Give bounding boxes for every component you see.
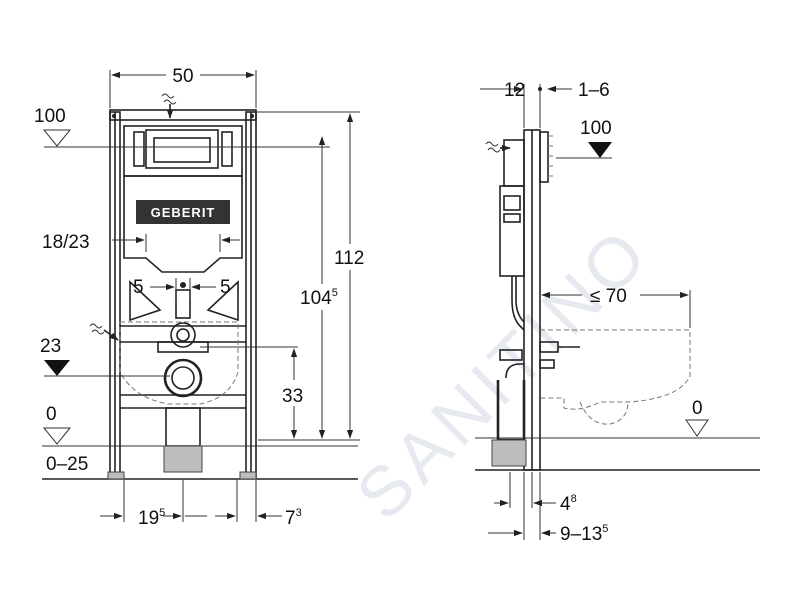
side-depth-1-6-label: 1–6 (578, 80, 610, 101)
drain-level-marker (44, 360, 70, 376)
drain-level-label: 23 (40, 336, 61, 357)
offset-left-label: 5 (133, 277, 144, 298)
side-level-100-marker (588, 142, 612, 158)
bowl-outline (119, 321, 239, 405)
side-flush-plate (539, 131, 549, 183)
frame-top-rail (109, 109, 257, 121)
side-bowl-outline (540, 329, 691, 410)
brand-plate (136, 200, 230, 224)
front-view: GEBERIT 50 100 18/23 (34, 66, 364, 529)
front-floor-level-label: 0 (46, 404, 57, 425)
side-projection-label: ≤ 70 (590, 286, 627, 307)
side-bottom-9-label: 9–135 (560, 523, 608, 545)
height-104-label: 1045 (300, 287, 338, 309)
brand-logo: GEBERIT (151, 205, 216, 220)
width-label: 50 (172, 66, 193, 87)
front-level-100-label: 100 (34, 106, 66, 127)
side-drain-floor (491, 439, 527, 467)
drain-pipe-floor (163, 445, 203, 473)
drain-pipe (165, 407, 201, 447)
height-total-label: 112 (334, 248, 364, 269)
drain-connection (163, 358, 203, 398)
side-view: 12 1–6 100 ≤ 70 0 48 9–135 (475, 80, 760, 545)
water-inlet-symbol-top (161, 93, 177, 105)
height-33-label: 33 (282, 386, 303, 407)
bottom-19-label: 195 (138, 507, 165, 529)
side-depth-12-label: 12 (504, 80, 525, 101)
side-cistern (503, 139, 525, 187)
bottom-7-label: 73 (285, 507, 302, 529)
front-level-100-marker (42, 129, 72, 147)
cistern (123, 175, 243, 273)
floor-range-label: 0–25 (46, 454, 88, 475)
side-floor-level-marker (685, 419, 709, 437)
side-floor-level-label: 0 (692, 398, 703, 419)
side-water-inlet-symbol (485, 141, 501, 153)
offset-right-label: 5 (220, 277, 231, 298)
side-bottom-4-label: 48 (560, 493, 577, 515)
left-foot (107, 471, 125, 480)
side-level-100-label: 100 (580, 118, 612, 139)
opening-label: 18/23 (42, 232, 90, 253)
right-foot (239, 471, 257, 480)
flush-pipe-connection (170, 322, 196, 348)
water-inlet-symbol-left (89, 323, 105, 335)
front-floor-level-marker (42, 427, 72, 445)
watermark-text: SANITINO (342, 212, 665, 535)
